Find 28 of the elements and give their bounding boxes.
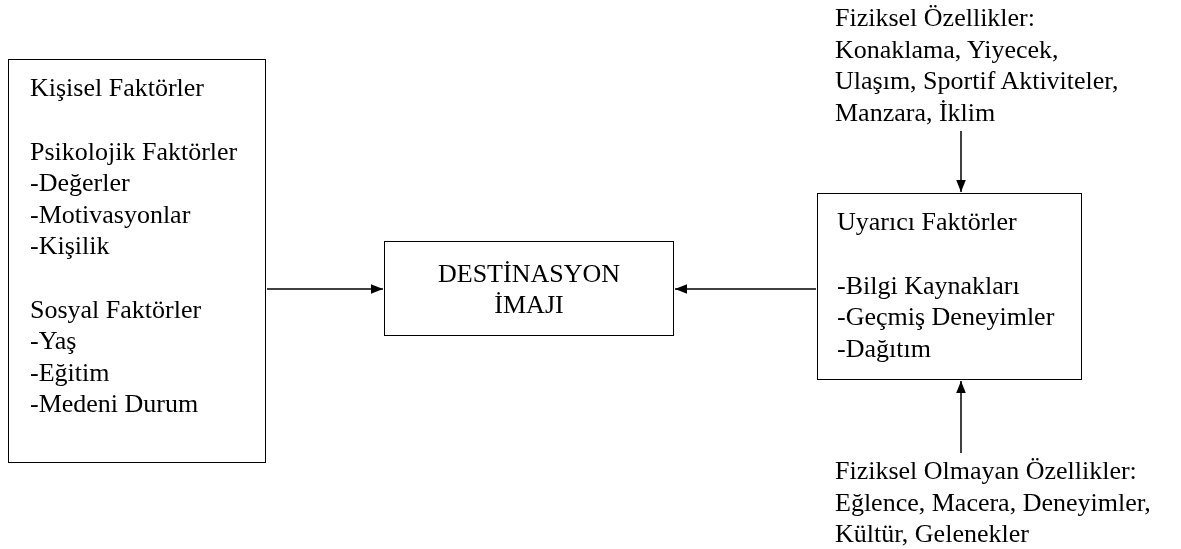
heading: Fiziksel Özellikler:: [835, 2, 1036, 34]
arrow: [674, 284, 817, 294]
heading: Fiziksel Olmayan Özellikler:: [835, 455, 1138, 487]
label-text: -Medeni Durum: [30, 388, 200, 420]
label-text: -Bilgi Kaynakları: [837, 269, 1021, 301]
label-text: Manzara, İklim: [835, 96, 997, 128]
label-text: DESTİNASYON İMAJI: [437, 257, 621, 320]
label-text: -Yaş: [30, 325, 78, 357]
factor-box: [817, 193, 1082, 380]
factor-box: [8, 59, 266, 463]
label-text: -Değerler: [30, 167, 131, 199]
label-text: Eğlence, Macera, Deneyimler,: [835, 486, 1152, 518]
label-text: -Motivasyonlar: [30, 198, 192, 230]
label-text: Psikolojik Faktörler: [30, 135, 239, 167]
arrow: [266, 284, 384, 294]
label-text: -Kişilik: [30, 230, 111, 262]
heading: Uyarıcı Faktörler: [837, 206, 1018, 238]
heading: Kişisel Faktörler: [30, 72, 206, 104]
process-box: [384, 241, 674, 336]
arrow: [956, 380, 966, 454]
label-text: -Geçmiş Deneyimler: [837, 301, 1056, 333]
label-text: -Eğitim: [30, 356, 111, 388]
label-text: Konaklama, Yiyecek,: [835, 33, 1060, 65]
label-text: Kültür, Gelenekler: [835, 518, 1030, 549]
arrow: [956, 130, 966, 193]
label-text: Ulaşım, Sportif Aktiviteler,: [835, 65, 1120, 97]
label-text: Sosyal Faktörler: [30, 293, 203, 325]
label-text: -Dağıtım: [837, 332, 932, 364]
